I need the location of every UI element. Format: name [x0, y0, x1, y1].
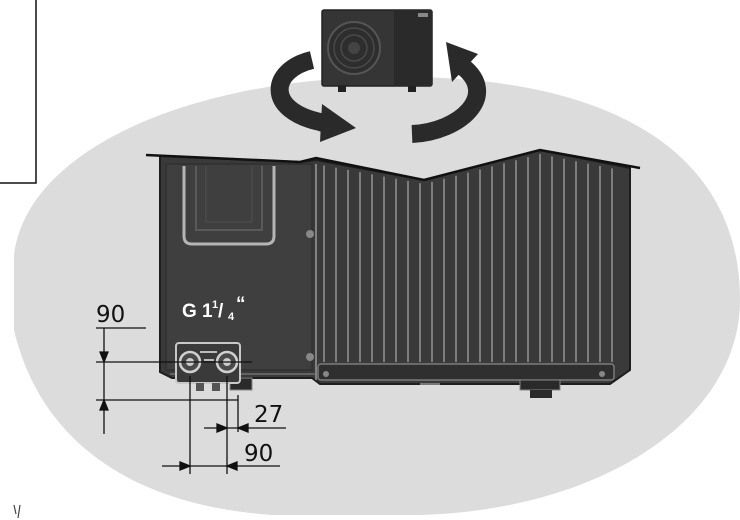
- thread-numerator: 1: [212, 299, 218, 311]
- dimension-label-height: 90: [96, 302, 125, 328]
- thread-separator: /: [218, 301, 224, 322]
- dimension-label-spacing-bottom: 90: [244, 441, 273, 467]
- cut-line: [145, 148, 641, 182]
- rotate-right-arrow-icon: [411, 42, 486, 143]
- edge-marker: [13, 504, 21, 519]
- callout-frame: [0, 0, 37, 184]
- thread-denominator: 4: [228, 311, 235, 323]
- dimension-lines: [96, 327, 286, 474]
- connection-thread-label: G 1 1 / 4 “: [182, 294, 246, 323]
- unit-top-view: G 1 1 / 4 “: [145, 148, 641, 398]
- service-cover-handle: [182, 166, 276, 246]
- outdoor-unit-icon: [321, 9, 433, 92]
- thread-main: G 1: [182, 301, 213, 322]
- heat-exchanger-fins: [323, 154, 613, 362]
- water-connections: [175, 342, 241, 391]
- dimension-label-spacing-small: 27: [254, 402, 283, 428]
- rotate-left-arrow-icon: [270, 51, 356, 142]
- thread-suffix: “: [236, 294, 246, 315]
